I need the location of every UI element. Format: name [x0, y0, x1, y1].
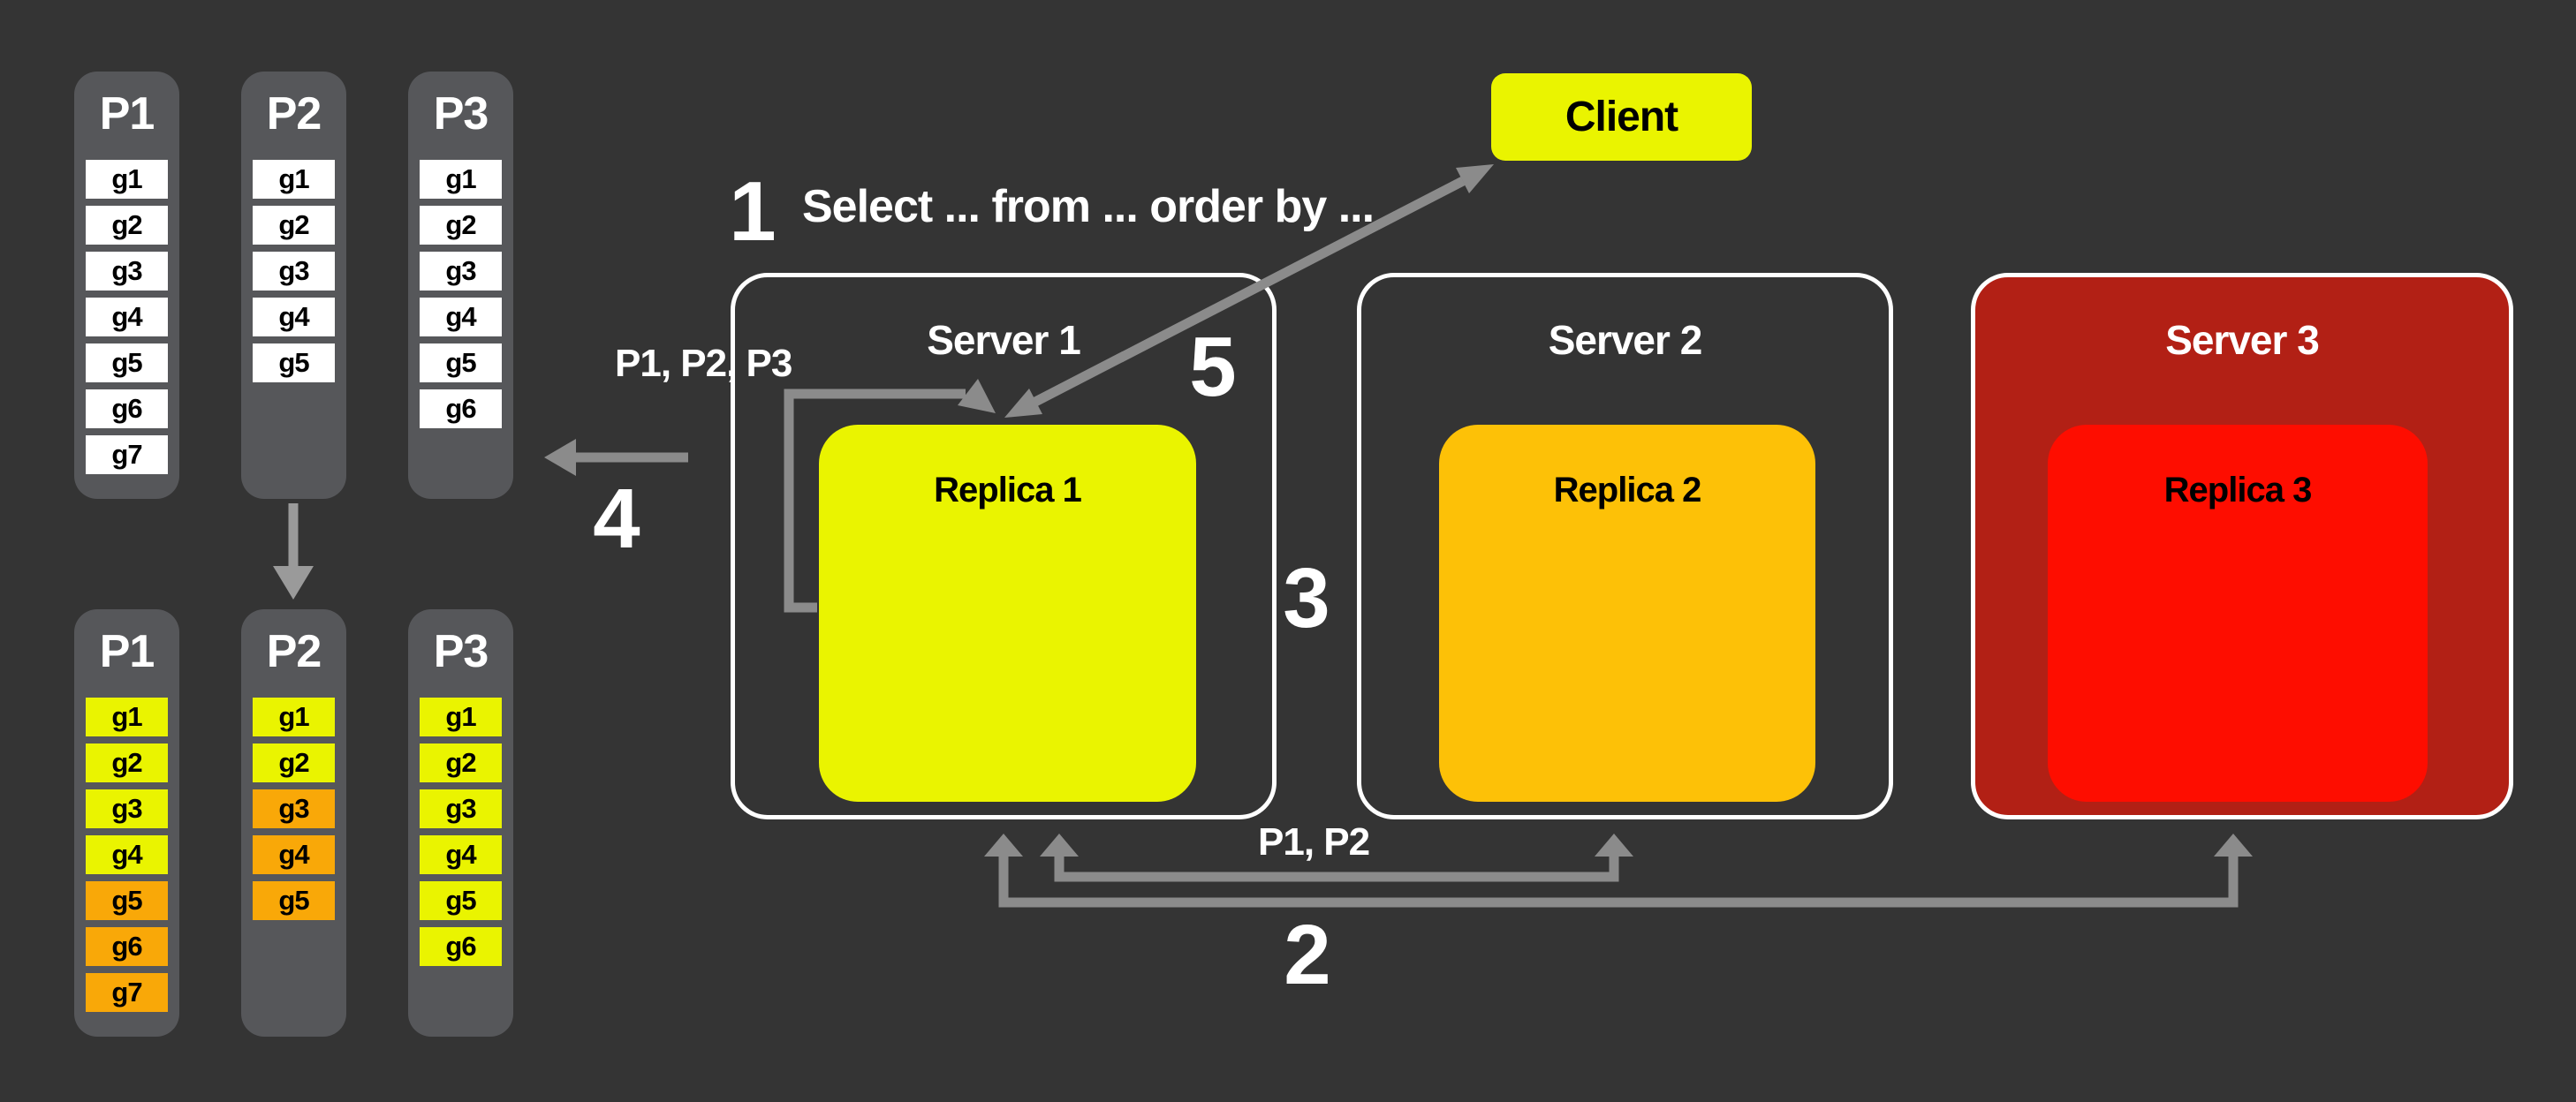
partition-cell: g5	[420, 881, 502, 920]
partition-cell: g3	[253, 789, 335, 828]
partition-column-p1: P1 g1 g2 g3 g4 g5 g6 g7	[74, 72, 179, 499]
partition-cell: g2	[253, 206, 335, 245]
fetch-left-arrow	[544, 439, 688, 476]
partition-cells: g1 g2 g3 g4 g5	[253, 160, 335, 382]
partition-cell: g1	[253, 698, 335, 736]
partition-cell: g2	[86, 743, 168, 782]
partition-cell: g4	[253, 835, 335, 874]
partition-cell: g1	[420, 698, 502, 736]
partition-label: P3	[433, 88, 489, 140]
replica-3-box: Replica 3	[2048, 425, 2428, 802]
replica-1-box: Replica 1	[819, 425, 1196, 802]
partition-cell: g3	[86, 252, 168, 291]
partition-cell: g4	[253, 298, 335, 336]
step-4-number: 4	[593, 472, 640, 566]
partition-cell: g2	[420, 743, 502, 782]
partition-cell: g3	[86, 789, 168, 828]
server-3-box: Server 3 Replica 3	[1971, 273, 2513, 819]
replica-2-label: Replica 2	[1553, 471, 1702, 509]
partition-column-p2: P2 g1 g2 g3 g4 g5	[241, 72, 346, 499]
partition-cell: g2	[253, 743, 335, 782]
server-2-label: Server 2	[1548, 317, 1703, 363]
partition-cell: g5	[86, 881, 168, 920]
query-text: Select ... from ... order by ...	[802, 181, 1375, 232]
client-box: Client	[1491, 73, 1752, 161]
partition-column-p2: P2 g1 g2 g3 g4 g5	[241, 609, 346, 1037]
partition-cell: g4	[86, 298, 168, 336]
partition-column-p1: P1 g1 g2 g3 g4 g5 g6 g7	[74, 609, 179, 1037]
partition-cell: g2	[420, 206, 502, 245]
partition-cells: g1 g2 g3 g4 g5 g6	[420, 698, 502, 966]
partition-cell: g1	[86, 160, 168, 199]
partitions-replicated-label: P1, P2	[1258, 820, 1370, 864]
server-2-box: Server 2 Replica 2	[1357, 273, 1893, 819]
partition-label: P2	[266, 626, 322, 677]
partition-cells: g1 g2 g3 g4 g5 g6 g7	[86, 698, 168, 1012]
partition-cell: g4	[420, 835, 502, 874]
partition-cell: g5	[420, 343, 502, 382]
partition-cell: g6	[86, 389, 168, 428]
partition-column-p3: P3 g1 g2 g3 g4 g5 g6	[408, 609, 513, 1037]
partition-cell: g3	[253, 252, 335, 291]
partition-cells: g1 g2 g3 g4 g5 g6	[420, 160, 502, 428]
partition-cells: g1 g2 g3 g4 g5	[253, 698, 335, 920]
replica-1-label: Replica 1	[934, 471, 1082, 509]
client-label: Client	[1565, 94, 1678, 140]
partition-label: P2	[266, 88, 322, 140]
partition-column-p3: P3 g1 g2 g3 g4 g5 g6	[408, 72, 513, 499]
replication-bracket-server3	[984, 834, 2253, 908]
server-3-label: Server 3	[2165, 317, 2320, 363]
step-2-number: 2	[1284, 908, 1331, 1002]
partition-cell: g6	[86, 927, 168, 966]
partition-cell: g5	[253, 881, 335, 920]
partition-cell: g7	[86, 435, 168, 474]
partition-cell: g1	[86, 698, 168, 736]
partition-cell: g7	[86, 973, 168, 1012]
partition-cell: g5	[86, 343, 168, 382]
replica-3-label: Replica 3	[2163, 471, 2313, 509]
partition-cell: g1	[253, 160, 335, 199]
partition-label: P3	[433, 626, 489, 677]
partition-cell: g5	[253, 343, 335, 382]
step-5-number: 5	[1189, 320, 1237, 414]
partition-cells: g1 g2 g3 g4 g5 g6 g7	[86, 160, 168, 474]
step-1-number: 1	[729, 164, 777, 259]
partition-cell: g4	[420, 298, 502, 336]
partition-cell: g3	[420, 252, 502, 291]
replica-2-box: Replica 2	[1439, 425, 1815, 802]
partition-cell: g6	[420, 927, 502, 966]
partition-label: P1	[99, 88, 155, 140]
step-3-number: 3	[1283, 551, 1330, 645]
partition-cell: g3	[420, 789, 502, 828]
partition-label: P1	[99, 626, 155, 677]
partition-cell: g1	[420, 160, 502, 199]
partition-cell: g4	[86, 835, 168, 874]
partitions-fetched-label: P1, P2, P3	[615, 342, 792, 385]
partition-merge-down-arrow	[273, 503, 314, 600]
partition-cell: g2	[86, 206, 168, 245]
partition-cell: g6	[420, 389, 502, 428]
